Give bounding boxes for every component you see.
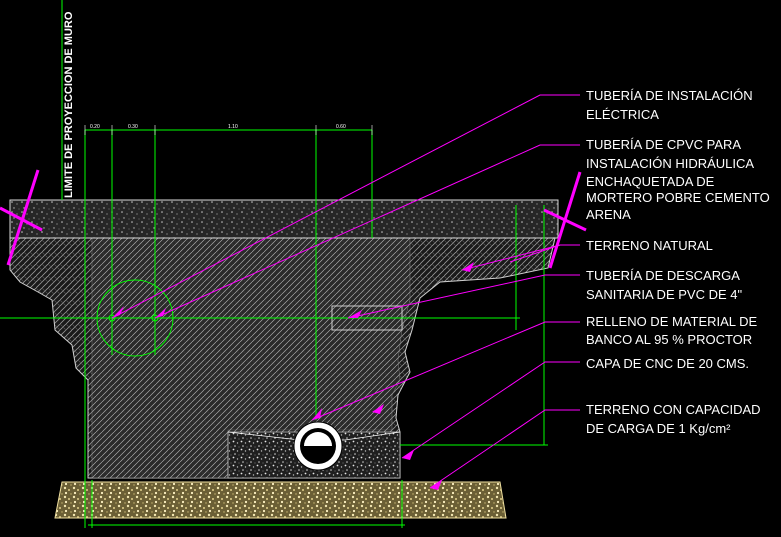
leader-arrowheads	[112, 262, 474, 490]
label-bearing-soil: TERRENO CON CAPACIDAD DE CARGA DE 1 Kg/c…	[586, 402, 764, 436]
break-mark-right	[543, 171, 587, 269]
label-sanitary-pipe: TUBERÍA DE DESCARGA SANITARIA DE PVC DE …	[586, 268, 743, 302]
dimension-label: 0.60	[336, 124, 346, 130]
leader-lines	[111, 94, 580, 489]
label-concrete-layer: CAPA DE CNC DE 20 CMS.	[586, 356, 749, 371]
green-guides	[0, 0, 548, 528]
compacted-fill	[91, 237, 411, 479]
label-electrical-pipe: TUBERÍA DE INSTALACIÓN ELÉCTRICA	[586, 88, 756, 122]
wall-projection-label: LIMITE DE PROYECCION DE MURO	[63, 11, 75, 198]
label-compacted-fill: RELLENO DE MATERIAL DE BANCO AL 95 % PRO…	[586, 314, 761, 347]
dimension-line	[84, 125, 373, 135]
top-slab	[9, 199, 559, 239]
dimension-label: 1.10	[228, 124, 238, 130]
dimension-label: 0.30	[128, 124, 138, 130]
label-natural-ground: TERRENO NATURAL	[586, 238, 713, 253]
break-mark-left	[0, 169, 43, 266]
annotation-labels: TUBERÍA DE INSTALACIÓN ELÉCTRICA TUBERÍA…	[586, 88, 773, 436]
dimension-label: 0.20	[90, 124, 100, 130]
label-hydraulic-pipe: TUBERÍA DE CPVC PARA INSTALACIÓN HIDRÁUL…	[586, 137, 773, 222]
concrete-base	[54, 481, 507, 519]
